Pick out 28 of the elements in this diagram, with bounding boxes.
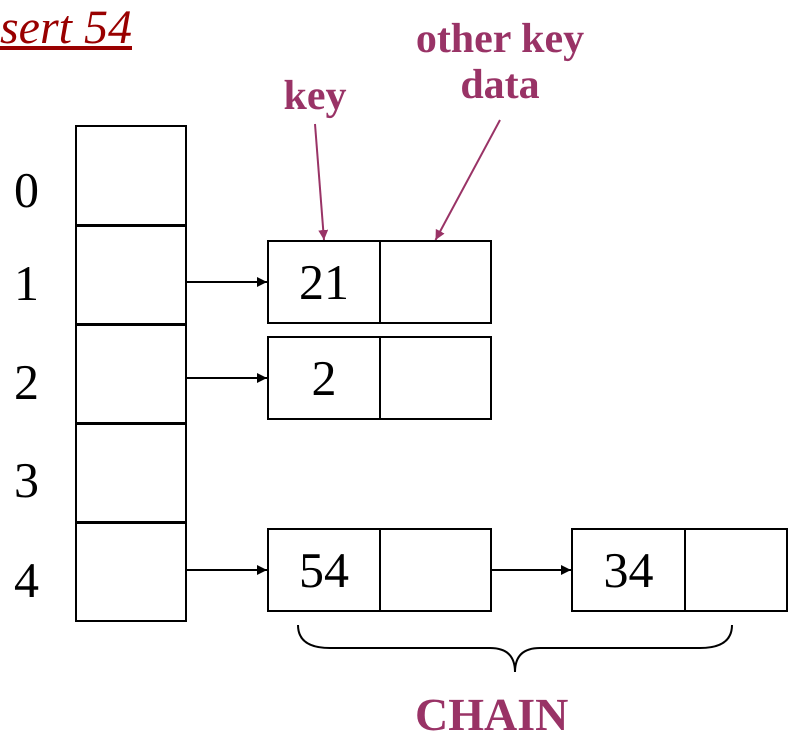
leader-arrow bbox=[434, 120, 501, 240]
key-cell: 21 bbox=[267, 240, 381, 324]
index-number: 2 bbox=[14, 357, 39, 407]
data-cell bbox=[379, 336, 492, 420]
pointer-arrow bbox=[187, 277, 267, 287]
data-cell bbox=[379, 240, 492, 324]
index-number: 4 bbox=[14, 555, 39, 605]
column-label: other key data bbox=[410, 4, 590, 120]
data-cell bbox=[684, 528, 788, 612]
array-cell bbox=[75, 125, 187, 226]
array-cell bbox=[75, 324, 187, 424]
pointer-arrow bbox=[187, 565, 267, 575]
key-cell: 2 bbox=[267, 336, 381, 420]
index-number: 3 bbox=[14, 455, 39, 505]
column-label: key bbox=[265, 68, 365, 124]
data-cell bbox=[379, 528, 492, 612]
index-number: 1 bbox=[14, 258, 39, 308]
index-number: 0 bbox=[14, 165, 39, 215]
title: sert 54 bbox=[0, 4, 132, 52]
leader-arrow bbox=[314, 124, 328, 240]
array-cell bbox=[75, 225, 187, 325]
array-cell bbox=[75, 423, 187, 523]
chain-label: CHAIN bbox=[415, 692, 568, 738]
array-cell bbox=[75, 522, 187, 622]
pointer-arrow bbox=[492, 565, 571, 575]
pointer-arrow bbox=[187, 373, 267, 383]
key-cell: 54 bbox=[267, 528, 381, 612]
key-cell: 34 bbox=[571, 528, 686, 612]
